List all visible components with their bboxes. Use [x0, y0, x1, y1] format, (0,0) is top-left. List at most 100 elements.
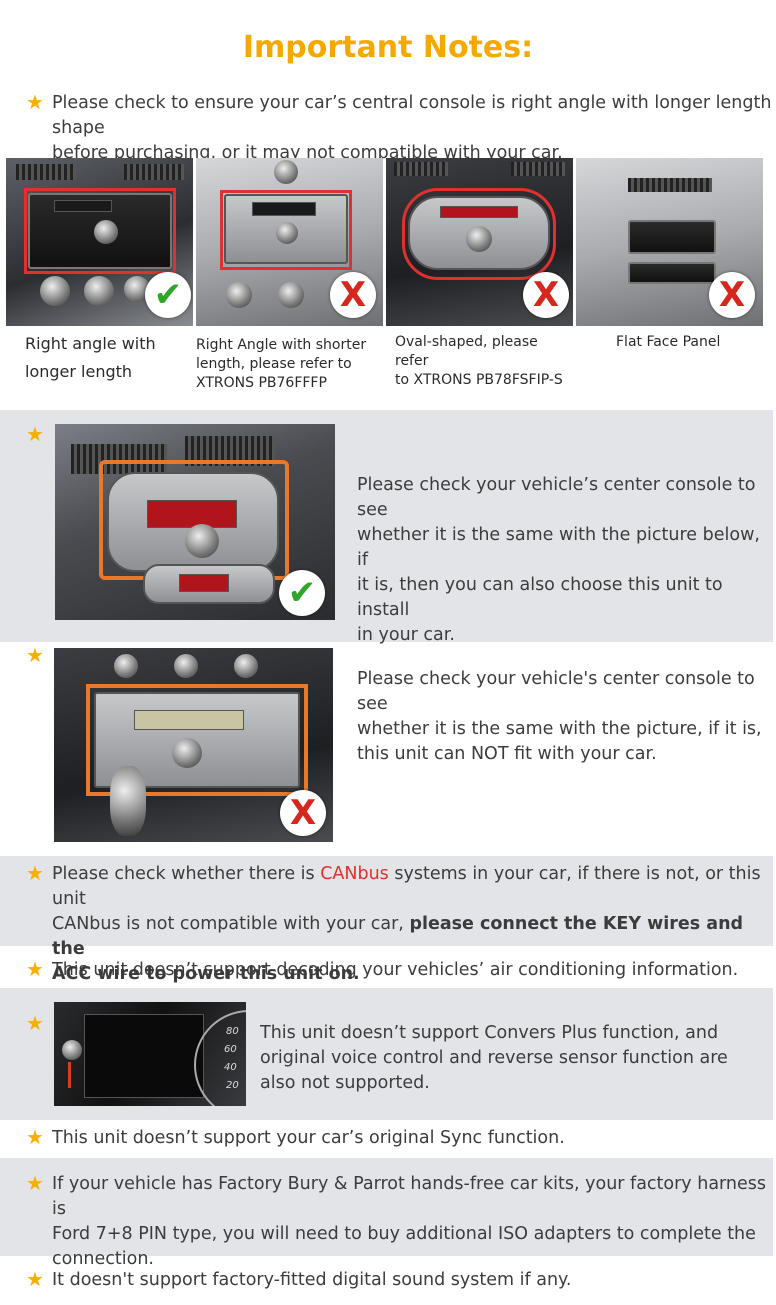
volume-knob [185, 524, 219, 558]
climate-panel [628, 262, 716, 284]
caption-line: to XTRONS PB78FSFIP-S [395, 372, 563, 388]
climate-knob [226, 282, 252, 308]
dashboard-knob [62, 1040, 82, 1060]
climate-display [179, 574, 229, 592]
note-8-line: Ford 7+8 PIN type, you will need to buy … [52, 1224, 756, 1244]
vent [124, 164, 184, 180]
note-6-line: This unit doesn’t support Convers Plus f… [260, 1023, 719, 1043]
climate-knob [40, 276, 70, 306]
console-photo-flat-face: X [576, 158, 763, 326]
note-4-line-2: CANbus is not compatible with your car, … [52, 912, 767, 962]
note-8-line: If your vehicle has Factory Bury & Parro… [52, 1174, 767, 1219]
note-2-line: whether it is the same with the picture … [357, 525, 760, 570]
caption-right-angle-long: Right angle with longer length [25, 330, 190, 386]
note-6-line: also not supported. [260, 1073, 430, 1093]
note-7-text: This unit doesn’t support your car’s ori… [52, 1128, 565, 1148]
caption-line: Right angle with [25, 334, 156, 353]
caption-line: Right Angle with shorter [196, 337, 367, 353]
volume-knob [276, 222, 298, 244]
radio-display [440, 206, 518, 218]
x-icon: X [709, 272, 755, 318]
note-9-text: It doesn't support factory-fitted digita… [52, 1270, 572, 1290]
gauge-label: 20 [226, 1080, 239, 1091]
note-4-band [0, 856, 773, 946]
note-4-line-2-bold: please connect the KEY wires and the [52, 914, 744, 959]
note-6-line: original voice control and reverse senso… [260, 1048, 728, 1068]
star-icon: ★ [26, 90, 44, 114]
volume-knob [466, 226, 492, 252]
climate-knob [234, 654, 258, 678]
console-photo-oval: X [386, 158, 573, 326]
note-2-line: it is, then you can also choose this uni… [357, 575, 723, 620]
radio-display [134, 710, 244, 730]
gauge-label: 60 [224, 1044, 237, 1055]
star-icon: ★ [26, 1011, 44, 1035]
orange-frame [99, 460, 289, 580]
star-icon: ★ [26, 957, 44, 981]
volume-knob [94, 220, 118, 244]
star-icon: ★ [26, 1171, 44, 1195]
note-2-line: Please check your vehicle’s center conso… [357, 475, 756, 520]
note-3-line: whether it is the same with the picture,… [357, 719, 762, 739]
dashboard-screen [84, 1014, 204, 1098]
page-title: Important Notes: [242, 30, 534, 65]
note-4-pre: Please check whether there is [52, 864, 321, 884]
note-8-line: connection. [52, 1249, 154, 1269]
gauge-label: 80 [226, 1026, 239, 1037]
note-8-text: If your vehicle has Factory Bury & Parro… [52, 1172, 767, 1272]
climate-knob [174, 654, 198, 678]
note-2-line: in your car. [357, 625, 455, 645]
caption-line: length, please refer to [196, 356, 352, 372]
radio-display [147, 500, 237, 528]
vent [71, 444, 167, 474]
radio-unit [628, 220, 716, 254]
star-icon: ★ [26, 861, 44, 885]
x-icon: X [280, 790, 326, 836]
vent [16, 164, 76, 180]
star-icon: ★ [26, 1267, 44, 1291]
note-8-band [0, 1158, 773, 1256]
note-1-line-1: Please check to ensure your car’s centra… [52, 93, 772, 138]
note-1-text: Please check to ensure your car’s centra… [52, 91, 772, 166]
gear-stick [110, 766, 146, 836]
dashboard-photo: 80 60 40 20 [54, 1002, 246, 1106]
note-4-line-3: ACC wire to power this unit on. [52, 964, 360, 984]
vent [394, 162, 448, 176]
note-2-text: Please check your vehicle’s center conso… [357, 473, 767, 648]
clock [274, 160, 298, 184]
vent [511, 162, 565, 176]
caption-line: Oval-shaped, please refer [395, 334, 538, 369]
canbus-highlight: CANbus [320, 864, 389, 884]
caption-flat-face: Flat Face Panel [616, 333, 766, 352]
note-5-text: This unit doesn’t support decoding your … [52, 960, 739, 980]
console-photo-right-angle-short: X [196, 158, 383, 326]
needle [68, 1062, 71, 1088]
star-icon: ★ [26, 422, 44, 446]
caption-line: longer length [25, 362, 133, 381]
climate-knob [84, 276, 114, 306]
console-photo-kuga: ✔ [55, 424, 335, 620]
climate-knob [278, 282, 304, 308]
check-icon: ✔ [145, 272, 191, 318]
star-icon: ★ [26, 643, 44, 667]
console-photo-transit: X [54, 648, 333, 842]
note-4-line-2-pre: CANbus is not compatible with your car, [52, 914, 410, 934]
note-3-text: Please check your vehicle's center conso… [357, 667, 767, 767]
red-frame [24, 188, 176, 274]
vent [628, 178, 712, 192]
gauge-label: 40 [224, 1062, 237, 1073]
note-4-line-1: Please check whether there is CANbus sys… [52, 862, 767, 912]
note-4-post: systems in your car, if there is not, or… [52, 864, 761, 909]
volume-knob [172, 738, 202, 768]
radio-display [54, 200, 112, 212]
note-3-line: this unit can NOT fit with your car. [357, 744, 657, 764]
note-6-text: This unit doesn’t support Convers Plus f… [260, 1021, 765, 1096]
console-photo-right-angle-long: ✔ [6, 158, 193, 326]
star-icon: ★ [26, 1125, 44, 1149]
x-icon: X [330, 272, 376, 318]
radio-display [252, 202, 316, 216]
x-icon: X [523, 272, 569, 318]
note-3-line: Please check your vehicle's center conso… [357, 669, 755, 714]
red-frame [220, 190, 352, 270]
red-frame [402, 188, 556, 280]
